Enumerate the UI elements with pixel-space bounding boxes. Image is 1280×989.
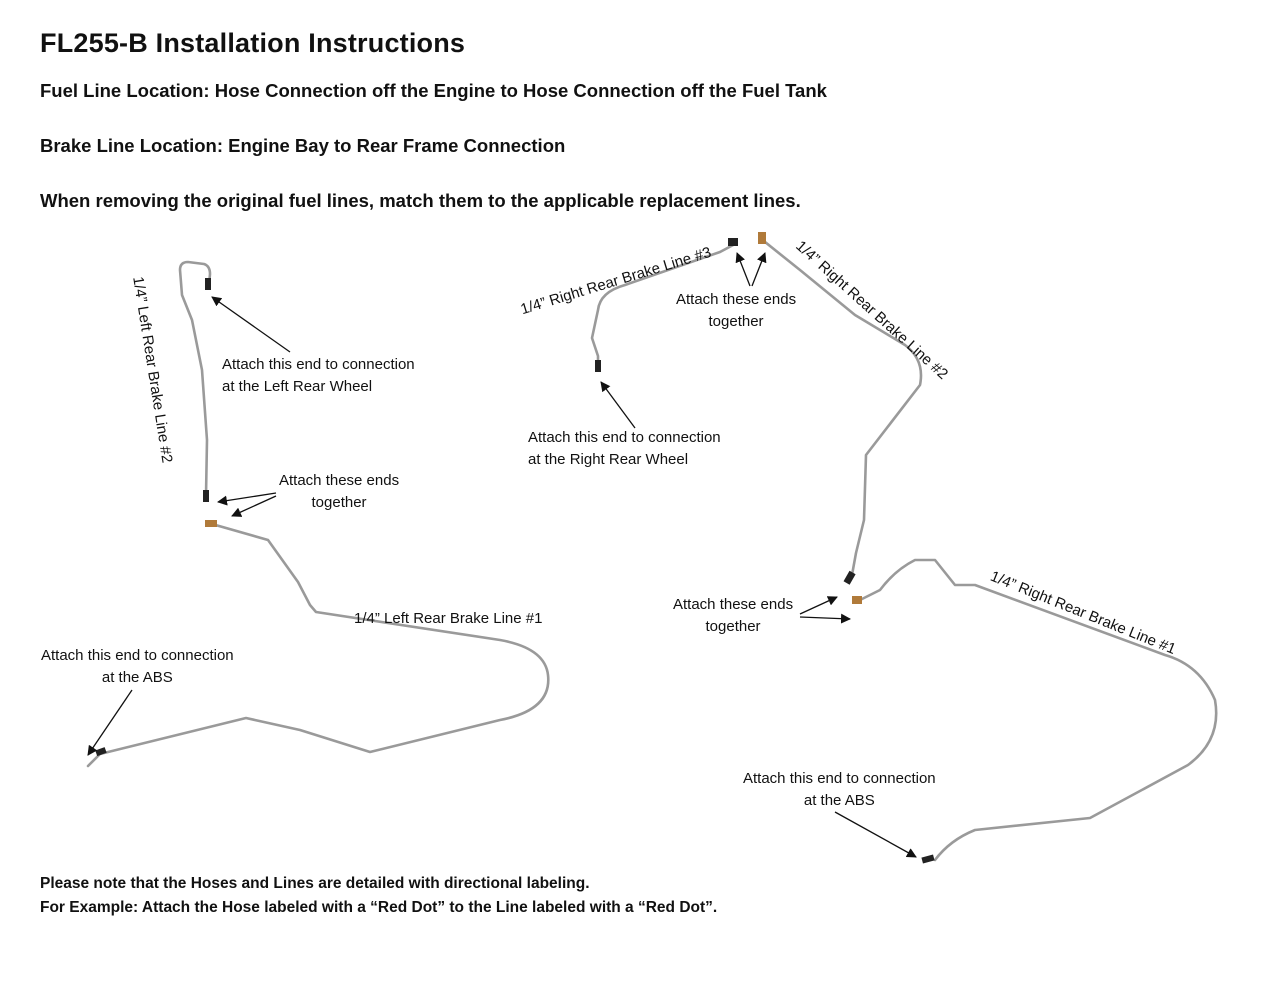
left-line2-bottom-fitting-icon [203, 490, 209, 502]
right-rear-brake-line-3 [590, 242, 737, 367]
footer-note-line-2: For Example: Attach the Hose labeled wit… [40, 899, 718, 916]
right-line2-top-fitting-icon [758, 232, 766, 244]
left-rear-brake-line-1 [86, 522, 550, 768]
brake-line-location: Brake Line Location: Engine Bay to Rear … [40, 135, 566, 156]
right-top-join-arrow-right [751, 252, 767, 287]
right-line3-top-fitting-icon [728, 238, 738, 246]
left-join-arrow-upper [217, 492, 277, 506]
right-mid-join-arrow-upper [799, 596, 838, 615]
left-wheel-note: Attach this end to connection at the Lef… [222, 356, 415, 395]
left-line1-label: 1/4” Left Rear Brake Line #1 [354, 610, 543, 627]
page-title: FL255-B Installation Instructions [40, 28, 466, 58]
footer-note-line-1: Please note that the Hoses and Lines are… [40, 875, 590, 892]
right-mid-join-note: Attach these ends together [673, 596, 794, 635]
left-rear-brake-line-2 [178, 260, 212, 497]
right-abs-note: Attach this end to connection at the ABS [743, 770, 936, 809]
fittings [95, 232, 935, 864]
right-rear-brake-line-1 [856, 558, 1218, 862]
replacement-instruction: When removing the original fuel lines, m… [40, 190, 801, 211]
right-line2-bottom-fitting-icon [843, 570, 856, 585]
right-top-join-arrow-left [735, 252, 751, 287]
right-wheel-note: Attach this end to connection at the Rig… [528, 429, 721, 468]
right-wheel-arrow [600, 381, 636, 429]
left-abs-arrow [87, 689, 133, 756]
left-line1-top-fitting-icon [205, 520, 217, 527]
right-rear-brake-line-2 [758, 236, 923, 577]
right-mid-join-arrow-lower [799, 613, 851, 624]
left-wheel-arrow [211, 296, 291, 353]
left-join-arrow-lower [231, 495, 277, 517]
right-top-join-note: Attach these ends together [676, 291, 797, 330]
right-line1-abs-fitting-icon [921, 854, 935, 864]
right-abs-arrow [834, 811, 917, 858]
left-join-note: Attach these ends together [279, 472, 400, 511]
left-line1-abs-fitting-icon [95, 747, 107, 757]
right-line1-top-fitting-icon [852, 596, 862, 604]
fuel-line-location: Fuel Line Location: Hose Connection off … [40, 80, 827, 101]
left-abs-note: Attach this end to connection at the ABS [41, 647, 234, 686]
right-line3-wheel-fitting-icon [595, 360, 601, 372]
left-line2-top-fitting-icon [205, 278, 211, 290]
